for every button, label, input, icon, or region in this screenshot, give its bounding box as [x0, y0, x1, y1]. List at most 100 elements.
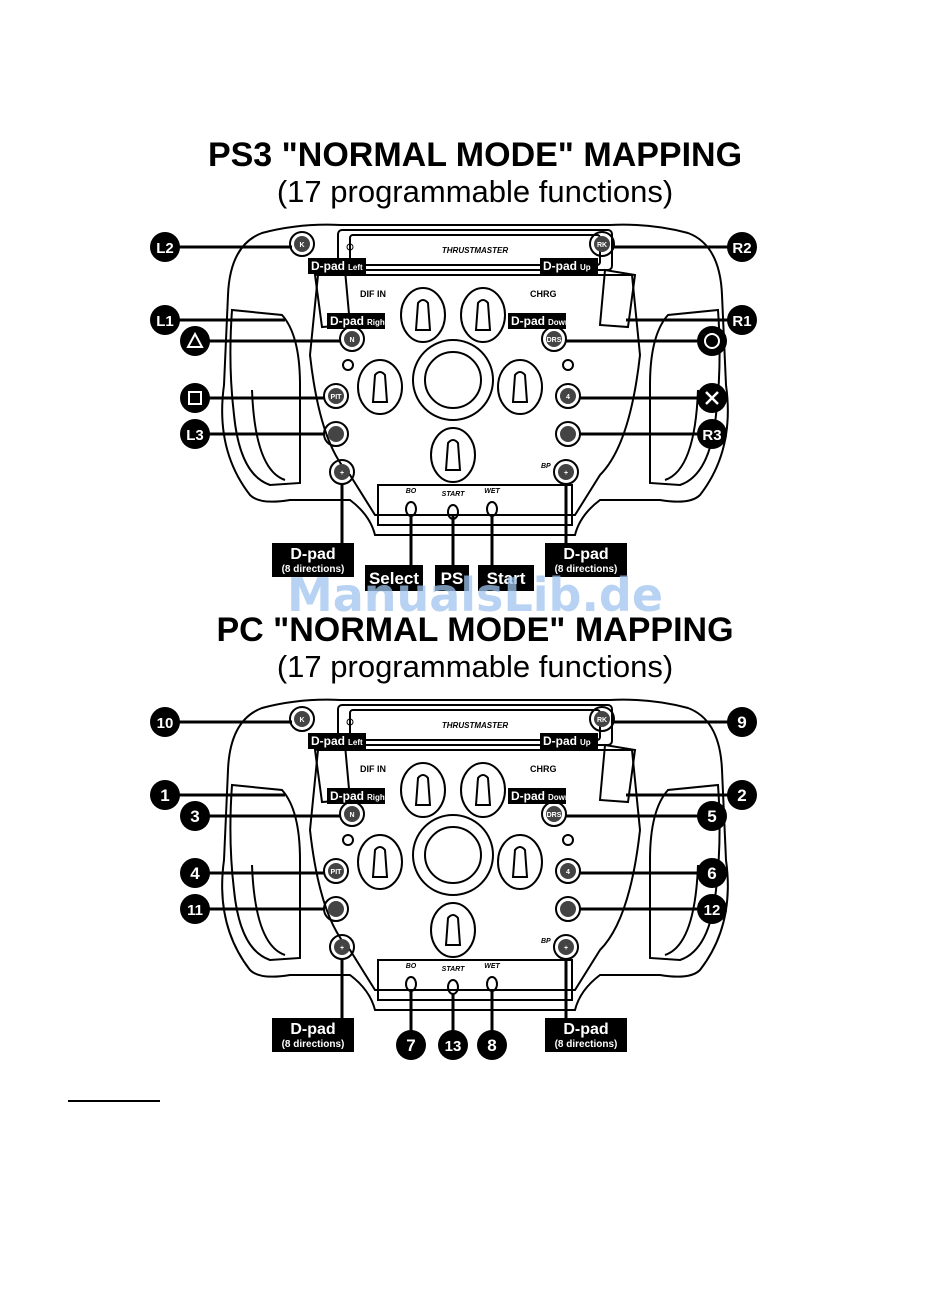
callout-l2-badge: [150, 232, 180, 262]
rotary-knob-grip: [474, 774, 492, 806]
callout-r3-badge: [697, 419, 727, 449]
rotary-knob-grip: [511, 846, 529, 878]
dpad-box-right-sub: (8 directions): [555, 564, 618, 575]
dpad-box-right-title: D-pad: [563, 1021, 608, 1038]
bp-label: BP: [541, 938, 551, 945]
dpad-up-label-sub: Up: [580, 738, 591, 747]
dpad-left-hat-text: +: [340, 945, 344, 952]
button-drs-cap: [546, 331, 562, 347]
dpad-up-label-sub: Up: [580, 263, 591, 272]
callout-12-badge: [697, 894, 727, 924]
callout-4-text: 4: [190, 864, 200, 883]
button-k-cap: [294, 236, 310, 252]
button-r4-ring: [555, 383, 581, 409]
button-k-text: K: [299, 717, 304, 724]
rotary-knob-outer: [357, 834, 403, 890]
callout-r2-text: R2: [732, 240, 751, 257]
callout-8-badge: [477, 1030, 507, 1060]
dpad-right-label-sub: Right: [367, 793, 388, 802]
dpad-left-label-sub: Left: [348, 263, 363, 272]
dpad-box-left-title: D-pad: [290, 546, 335, 563]
dpad-right-hat-text: +: [564, 470, 568, 477]
rotary-knob-grip: [414, 774, 432, 806]
toggle-switch: [405, 501, 417, 517]
dpad-right-label: D-pad: [330, 314, 364, 328]
callout-5-badge: [697, 801, 727, 831]
dpad-up-label: D-pad: [543, 734, 577, 748]
button-drs-cap: [546, 806, 562, 822]
pc-title: PC "NORMAL MODE" MAPPING: [216, 611, 734, 649]
wet-label: WET: [484, 488, 500, 495]
ps3-subtitle: (17 programmable functions): [276, 174, 674, 209]
rotary-knob-outer: [497, 359, 543, 415]
left-grip: [229, 783, 301, 962]
dpad-left-label-sub: Left: [348, 738, 363, 747]
dpad-box-left-sub: (8 directions): [282, 1039, 345, 1050]
center-plate: [308, 749, 642, 991]
watermark: ManualsLib.de: [286, 568, 664, 622]
button-n-ring: [339, 801, 365, 827]
button-pit-cap: [328, 388, 344, 404]
lower-panel: [377, 959, 573, 1001]
button-n-text: N: [349, 812, 354, 819]
callout-13-text: 13: [445, 1038, 462, 1055]
rotary-knob-grip: [371, 371, 389, 403]
start-label: START: [442, 491, 465, 498]
button-r4-cap: [560, 863, 576, 879]
dpad-box-left-bg: [272, 543, 354, 577]
rotary-knob-grip: [371, 846, 389, 878]
callout-l1-badge: [150, 305, 180, 335]
ps3-title: PS3 "NORMAL MODE" MAPPING: [207, 136, 743, 174]
rotary-knob-outer: [460, 762, 506, 818]
button-rk-text: RK: [597, 242, 607, 249]
button-r4-text: 4: [566, 869, 570, 876]
right-screw: [562, 359, 574, 371]
rotary-knob-outer: [357, 359, 403, 415]
center-hub-ring: [412, 339, 494, 421]
rotary-knob-grip: [474, 299, 492, 331]
callout-11-text: 11: [187, 902, 203, 919]
callout-11-badge: [180, 894, 210, 924]
callout-l3-text: L3: [186, 427, 204, 444]
callout-r1-text: R1: [732, 313, 751, 330]
rotary-knob-outer: [430, 427, 476, 483]
dpad-up-label: D-pad: [543, 259, 577, 273]
right-paddle: [598, 743, 637, 804]
button-k-ring: [289, 231, 315, 257]
button-r4-ring: [555, 858, 581, 884]
callout-l3-badge: [180, 419, 210, 449]
dpad-down-label-sub: Down: [548, 793, 570, 802]
dif-in-label: DIF IN: [360, 289, 386, 299]
brand-logo-text: THRUSTMASTER: [442, 246, 508, 255]
callout-9-text: 9: [737, 713, 746, 732]
dpad-right-label: D-pad: [330, 789, 364, 803]
dpad-up-label-bg: [540, 733, 598, 749]
button-drs-ring: [541, 326, 567, 352]
dpad-right-label-bg: [327, 788, 385, 804]
button-l3-cap: [328, 426, 344, 442]
button-rk-ring: [589, 706, 615, 732]
chrg-label: CHRG: [530, 289, 557, 299]
dpad-box-right-bg: [545, 1018, 627, 1052]
dpad-down-label-bg: [508, 788, 566, 804]
rotary-knob-grip: [444, 914, 462, 946]
button-r3-cap: [560, 901, 576, 917]
callout-12-text: 12: [704, 902, 721, 919]
square-icon: [188, 391, 202, 405]
dpad-right-label-bg: [327, 313, 385, 329]
callout-6-text: 6: [707, 864, 716, 883]
dpad-box-left-bg: [272, 1018, 354, 1052]
button-rk-ring: [589, 231, 615, 257]
button-k-cap: [294, 711, 310, 727]
square-icon-badge: [180, 383, 210, 413]
button-drs-text: DRS: [547, 812, 562, 819]
wheel-outline: [221, 698, 729, 1011]
center-plate: [308, 274, 642, 516]
callout-1-badge: [150, 780, 180, 810]
button-pit-text: PIT: [331, 394, 343, 401]
center-hub-ring: [412, 814, 494, 896]
callout-2-text: 2: [737, 786, 746, 805]
